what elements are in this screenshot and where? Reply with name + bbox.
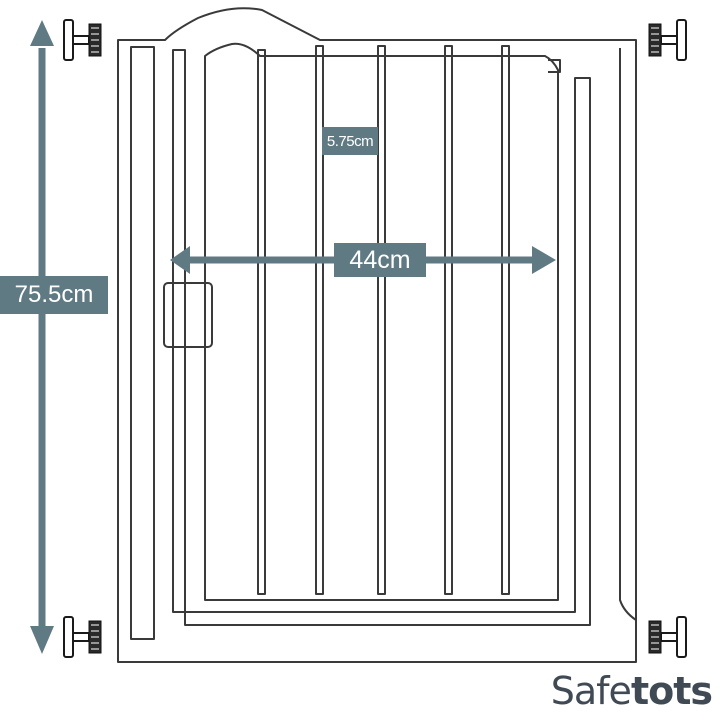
hinge-notch xyxy=(548,59,561,73)
brand-logo: Safetots xyxy=(550,669,713,713)
pressure-mount-icon xyxy=(63,616,102,658)
bar-spacing-label: 5.75cm xyxy=(322,127,378,155)
height-dimension-arrow xyxy=(30,20,54,654)
pressure-mount-icon xyxy=(648,616,687,658)
brand-logo-part1: Safe xyxy=(550,669,632,713)
height-dimension-label: 75.5cm xyxy=(0,276,108,314)
gate-panel xyxy=(204,42,559,601)
brand-logo-part2: tots xyxy=(630,669,713,713)
pressure-mount-icon xyxy=(648,19,687,61)
width-dimension-label: 44cm xyxy=(334,243,426,277)
bar-1 xyxy=(257,49,266,595)
latch xyxy=(163,282,213,348)
outer-frame xyxy=(117,7,637,663)
bar-3 xyxy=(377,45,386,595)
right-post xyxy=(619,48,637,621)
left-post xyxy=(130,46,155,640)
bar-2 xyxy=(315,45,324,595)
door-frame xyxy=(172,49,591,626)
bar-4 xyxy=(444,45,453,595)
bar-5 xyxy=(501,45,510,595)
pressure-mount-icon xyxy=(63,19,102,61)
